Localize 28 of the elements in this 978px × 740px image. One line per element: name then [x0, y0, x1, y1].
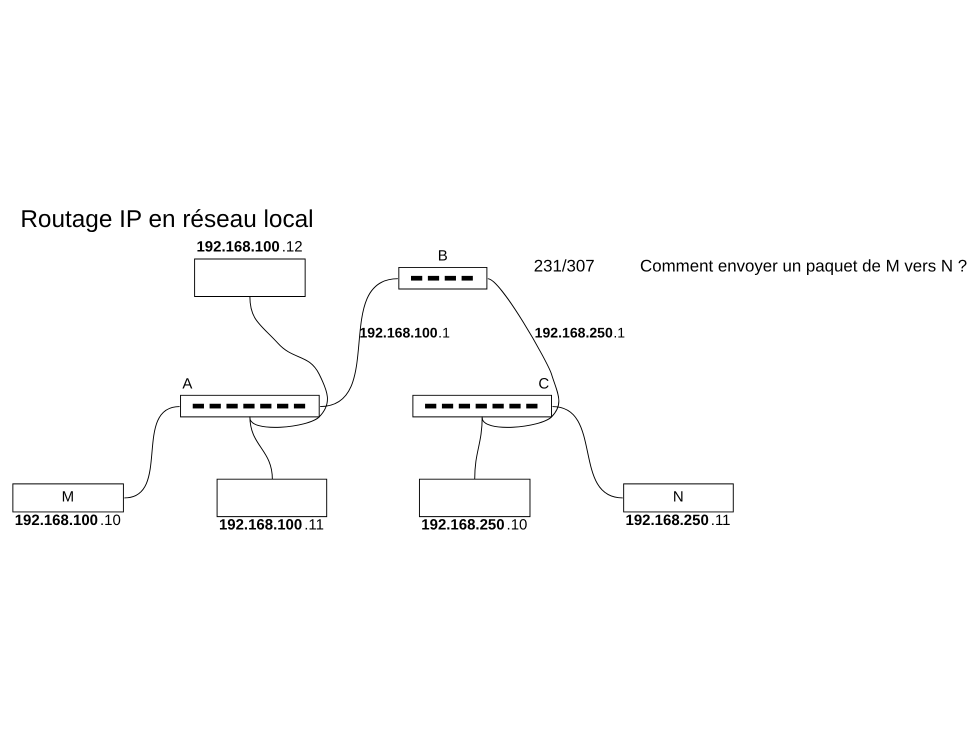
connector [124, 406, 180, 498]
node-box: N [623, 482, 734, 512]
node-box [216, 478, 328, 517]
label: Comment envoyer un paquet de M vers N ? [640, 256, 968, 276]
node-bar [398, 266, 488, 289]
node-label: B [438, 247, 448, 264]
label: 231/307 [534, 256, 595, 276]
connector [249, 415, 273, 480]
node-label: 192.168.100.12 [196, 238, 303, 255]
node-bar [180, 394, 320, 417]
connector [482, 278, 560, 428]
node-label: A [182, 375, 192, 392]
connector [552, 406, 624, 498]
node-label: C [538, 375, 550, 392]
diagram-title: Routage IP en réseau local [20, 205, 314, 232]
edge-label: 192.168.250.1 [534, 324, 626, 340]
node-label: 192.168.250.11 [626, 511, 730, 528]
node-bar [412, 394, 552, 417]
edge-label: 192.168.100.1 [359, 324, 450, 340]
node-box [194, 258, 306, 296]
connector [474, 415, 483, 480]
node-label: 192.168.100.10 [14, 511, 121, 528]
connector [320, 278, 398, 407]
node-label: 192.168.250.10 [421, 516, 528, 534]
node-box [418, 478, 530, 517]
node-box: M [12, 482, 124, 512]
connector [249, 296, 328, 428]
node-label: 192.168.100.11 [218, 516, 324, 534]
